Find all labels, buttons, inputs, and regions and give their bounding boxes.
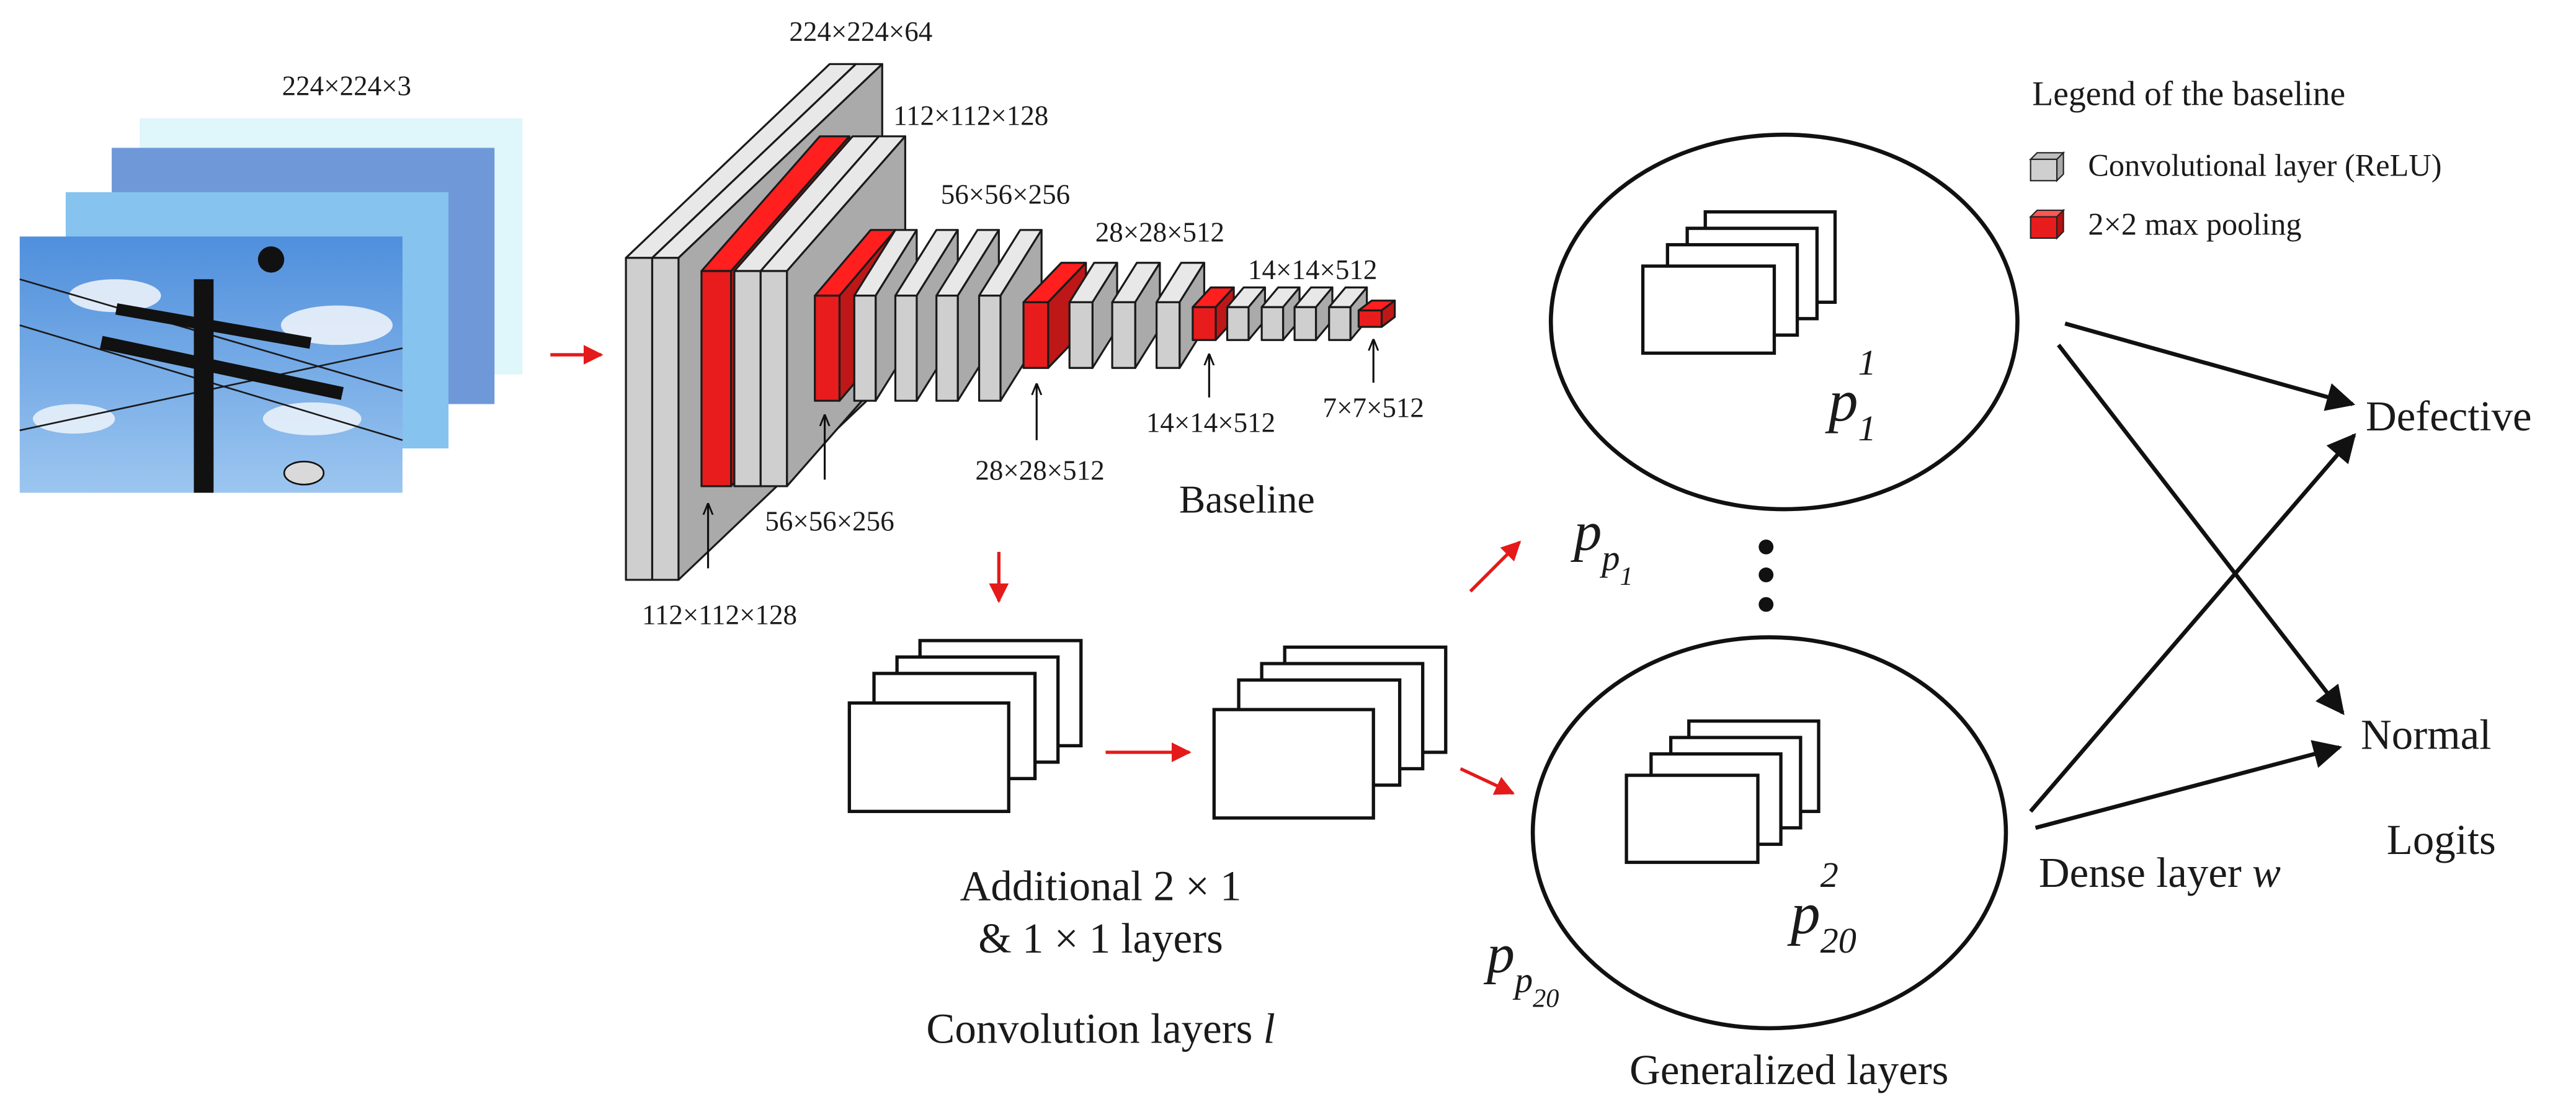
arrow-additional-to-bottom-prototype	[1460, 767, 1515, 795]
baseline-dim-labels: 224×224×64 112×112×128 56×56×256 28×28×5…	[642, 16, 1424, 630]
generalized-layers-caption: Generalized layers	[1629, 1046, 1948, 1093]
baseline-title: Baseline	[1179, 477, 1315, 521]
dense-edge-top-to-normal	[2057, 344, 2345, 716]
input-dim-label: 224×224×3	[282, 71, 411, 102]
dense-edge-bottom-to-normal	[2035, 740, 2343, 830]
legend-title: Legend of the baseline	[2032, 75, 2345, 113]
legend: Legend of the baseline Convolutional lay…	[2029, 75, 2441, 242]
dim-label-bottom-28: 28×28×512	[975, 455, 1104, 486]
class-normal-label: Normal	[2361, 711, 2491, 758]
pooling-layer-block-11	[1022, 262, 1087, 369]
class-defective-label: Defective	[2366, 393, 2532, 440]
prototype-label-bottom: pp20	[1483, 923, 1559, 1013]
dim-label-top-56: 56×56×256	[941, 179, 1070, 210]
conv-layer-block-13	[1111, 262, 1161, 369]
conv-layer-block-16	[1226, 286, 1267, 341]
dim-label-top-28: 28×28×512	[1095, 216, 1224, 247]
convolution-layers-caption: Convolution layers l	[926, 1005, 1275, 1052]
input-photo-power-pole	[19, 236, 403, 493]
dim-label-bottom-112: 112×112×128	[642, 599, 797, 630]
dense-layer-label: Dense layer w	[2039, 849, 2281, 896]
arrow-additional-to-top-prototype	[1469, 540, 1522, 593]
dense-edge-bottom-to-defective	[2029, 433, 2356, 813]
legend-conv-label: Convolutional layer (ReLU)	[2088, 148, 2441, 182]
baseline-vgg-layers	[625, 63, 1396, 581]
input-image-stack: 224×224×3	[19, 71, 523, 493]
dim-label-top-112: 112×112×128	[893, 100, 1048, 131]
additional-line-1: Additional 2 × 1	[960, 862, 1242, 909]
logits-label: Logits	[2387, 816, 2496, 863]
dim-label-bottom-14: 14×14×512	[1146, 407, 1275, 438]
legend-pool-label: 2×2 max pooling	[2088, 207, 2301, 242]
pooling-layer-block-15	[1192, 286, 1235, 341]
dim-label-224x224x64: 224×224×64	[789, 16, 932, 47]
conv-layer-block-14	[1156, 262, 1206, 369]
additional-layers-stack-1	[847, 639, 1083, 813]
dim-label-top-14: 14×14×512	[1248, 254, 1377, 285]
legend-pool-swatch	[2029, 208, 2066, 240]
additional-line-2: & 1 × 1 layers	[978, 915, 1223, 962]
dense-connections	[2029, 321, 2356, 830]
conv-layer-block-10	[978, 229, 1043, 402]
dim-label-bottom-7: 7×7×512	[1323, 393, 1424, 424]
dense-edge-top-to-defective	[2064, 321, 2356, 411]
additional-layers-stack-2	[1212, 645, 1448, 820]
dim-label-bottom-56: 56×56×256	[765, 505, 894, 536]
conv-layer-block-12	[1068, 262, 1118, 369]
prototype-label-top: pp1	[1570, 501, 1633, 591]
pooling-layer-block-20	[1357, 300, 1396, 328]
vertical-ellipsis	[1758, 540, 1774, 612]
legend-conv-swatch	[2029, 151, 2066, 182]
